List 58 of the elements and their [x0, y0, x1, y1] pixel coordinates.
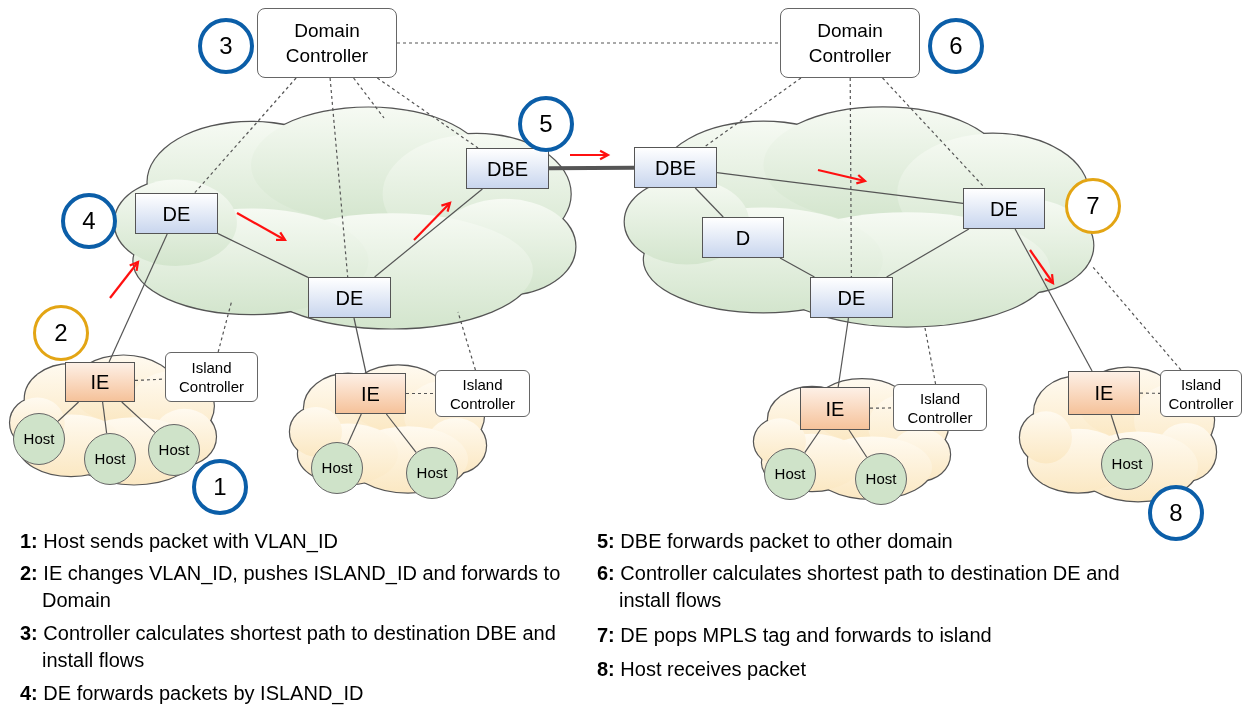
connector-line — [121, 401, 156, 433]
switch-box: D — [702, 217, 784, 258]
connector-line — [57, 401, 80, 422]
connector-line — [886, 228, 970, 278]
connector-line — [848, 429, 868, 458]
step-description: 8: Host receives packet — [597, 657, 807, 682]
connector-line — [194, 77, 297, 194]
connector-line — [396, 42, 781, 44]
connector-line — [881, 77, 986, 189]
edge-switch-box: IE — [1068, 371, 1140, 415]
connector-line — [353, 317, 367, 374]
connector-line — [924, 327, 937, 385]
switch-box: DBE — [634, 147, 717, 188]
controller-box: Island Controller — [893, 384, 987, 431]
step-description: 6: Controller calculates shortest path to destination DE and install flows — [597, 561, 1121, 613]
connector-line — [457, 311, 477, 371]
step-description: 4: DE forwards packets by ISLAND_ID — [20, 681, 365, 707]
controller-box: Island Controller — [435, 370, 530, 417]
connector-line — [1014, 228, 1093, 372]
step-description: 3: Controller calculates shortest path to destination DBE and install flows — [20, 621, 557, 673]
connector-line — [837, 317, 850, 388]
connector-line — [102, 401, 108, 434]
connector-line — [329, 77, 349, 278]
connector-line — [703, 77, 802, 148]
controller-box: Domain Controller — [257, 8, 397, 78]
switch-box: DBE — [466, 148, 549, 189]
step-description: 5: DBE forwards packet to other domain — [597, 529, 954, 554]
connector-line — [347, 413, 362, 445]
connector-line — [804, 429, 821, 454]
connector-line — [716, 172, 964, 204]
connector-line — [353, 77, 385, 119]
connector-line — [694, 187, 724, 218]
controller-box: Island Controller — [1160, 370, 1242, 417]
edge-switch-box: IE — [65, 362, 135, 402]
connector-line — [405, 392, 436, 395]
step-description: 2: IE changes VLAN_ID, pushes ISLAND_ID and forwards to Domain — [20, 561, 562, 613]
connector-line — [869, 407, 894, 409]
connector-line — [374, 188, 483, 278]
connector-line — [1091, 265, 1182, 371]
connector-line — [849, 77, 852, 278]
connector-line — [1139, 392, 1161, 394]
switch-box: DE — [963, 188, 1045, 229]
edge-switch-box: IE — [335, 373, 406, 414]
connector-line — [385, 413, 417, 454]
connector-line — [376, 77, 479, 149]
step-description: 7: DE pops MPLS tag and forwards to island — [597, 623, 993, 648]
switch-box: DE — [810, 277, 893, 318]
connector-line — [108, 233, 168, 363]
controller-box: Domain Controller — [780, 8, 920, 78]
connector-line — [549, 165, 634, 171]
controller-box: Island Controller — [165, 352, 258, 402]
edge-switch-box: IE — [800, 387, 870, 430]
connector-line — [217, 233, 309, 278]
connector-line — [779, 257, 816, 278]
switch-box: DE — [308, 277, 391, 318]
step-description: 1: Host sends packet with VLAN_ID — [20, 529, 339, 555]
switch-box: DE — [135, 193, 218, 234]
connector-line — [1110, 414, 1120, 440]
